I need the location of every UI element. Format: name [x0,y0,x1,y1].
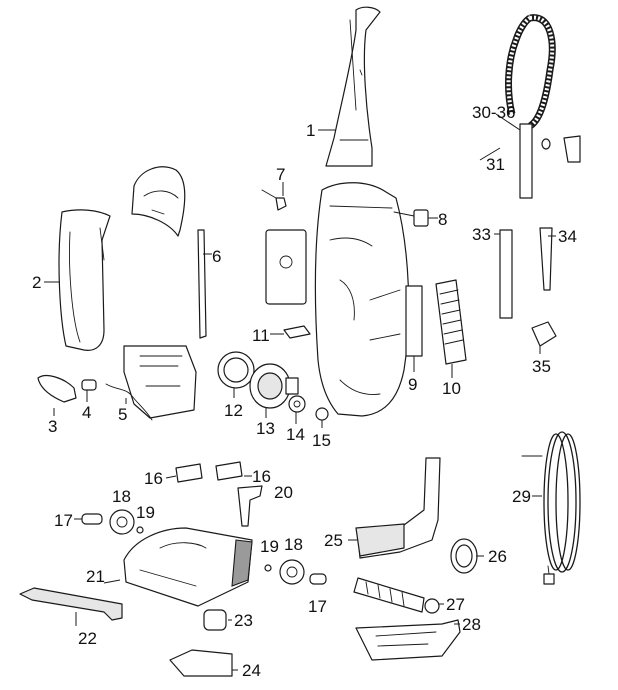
part-16-clip-left [175,463,203,483]
filter-bag [265,229,307,305]
callout-31: 31 [486,155,505,174]
part-1-handle [325,6,381,167]
callout-25: 25 [324,531,343,550]
part-13-motor [249,363,299,409]
part-22-handle-bar [19,587,123,621]
leader-lines [44,113,556,671]
callout-14: 14 [286,425,305,444]
callout-18-left: 18 [112,487,131,506]
callout-11: 11 [252,326,270,345]
callout-29: 29 [512,487,531,506]
part-35-dusting-brush [531,321,557,347]
part-7-pivot-clip [261,189,287,211]
part-28-base-plate [355,619,461,661]
part-34-crevice-tool [539,227,553,291]
part-27-brush-roll [353,577,440,614]
callout-15: 15 [312,431,331,450]
callout-16-right: 16 [252,467,271,486]
callout-19-right: 19 [260,537,279,556]
callout-9: 9 [408,375,417,394]
part-17-axle-right [309,573,327,585]
callout-16-left: 16 [144,469,163,488]
part-11-pad [283,325,311,339]
part-26-belt [450,538,478,574]
callout-28: 28 [462,615,481,634]
part-4-switch [81,379,97,391]
callout-12: 12 [224,401,243,420]
part-12-gasket-ring [217,351,255,389]
part-23-belt-pulley [203,609,227,631]
callout-21: 21 [86,567,105,586]
part-2-top-hood [131,166,186,237]
part-29-power-cord [521,431,581,585]
part-3-bumper [37,375,77,403]
part-14-fan [288,395,306,413]
part-9-filter-strip [405,285,423,357]
part-18-wheel-left [109,509,135,535]
part-6-trim-strip [197,229,207,339]
callout-6: 6 [212,247,221,266]
part-18-wheel-right [279,559,305,585]
callout-1: 1 [306,121,315,140]
hose-assembly [505,14,581,199]
callout-10: 10 [442,379,461,398]
part-17-axle-left [81,513,103,525]
callout-26: 26 [488,547,507,566]
callout-18-right: 18 [284,535,303,554]
part-10-hepa-filter [435,279,467,365]
part-20-latch [237,485,263,527]
part-15-bushing [315,407,329,421]
callout-7: 7 [276,165,285,184]
callout-17-right: 17 [308,597,327,616]
part-21-nozzle-base [123,527,253,607]
part-19-clip-left [136,526,144,534]
part-33-wand [499,229,513,319]
callout-23: 23 [234,611,253,630]
callout-19-left: 19 [136,503,155,522]
callout-5: 5 [118,405,127,424]
callout-8: 8 [438,210,447,229]
part-16-clip-right [215,461,243,481]
callout-27: 27 [446,595,465,614]
callout-33: 33 [472,225,491,244]
callout-3: 3 [48,417,57,436]
callout-4: 4 [82,403,91,422]
callout-2: 2 [32,273,41,292]
part-19-clip-right [264,564,272,572]
callout-34: 34 [558,227,577,246]
callout-30-36: 30-36 [472,103,515,122]
part-24-bottom-plate [169,649,233,677]
part-25-hose-nozzle [355,457,441,559]
callout-24: 24 [242,661,261,680]
callout-13: 13 [256,419,275,438]
main-body-housing [314,182,410,417]
callout-20: 20 [274,483,293,502]
callout-17-left: 17 [54,511,73,530]
part-2-front-cover [58,209,111,351]
callout-22: 22 [78,629,97,648]
part-5-motor-bracket [105,345,197,421]
callout-labels: 1 2 3 4 5 6 7 8 9 10 11 12 13 14 15 16 1… [32,103,577,680]
callout-35: 35 [532,357,551,376]
